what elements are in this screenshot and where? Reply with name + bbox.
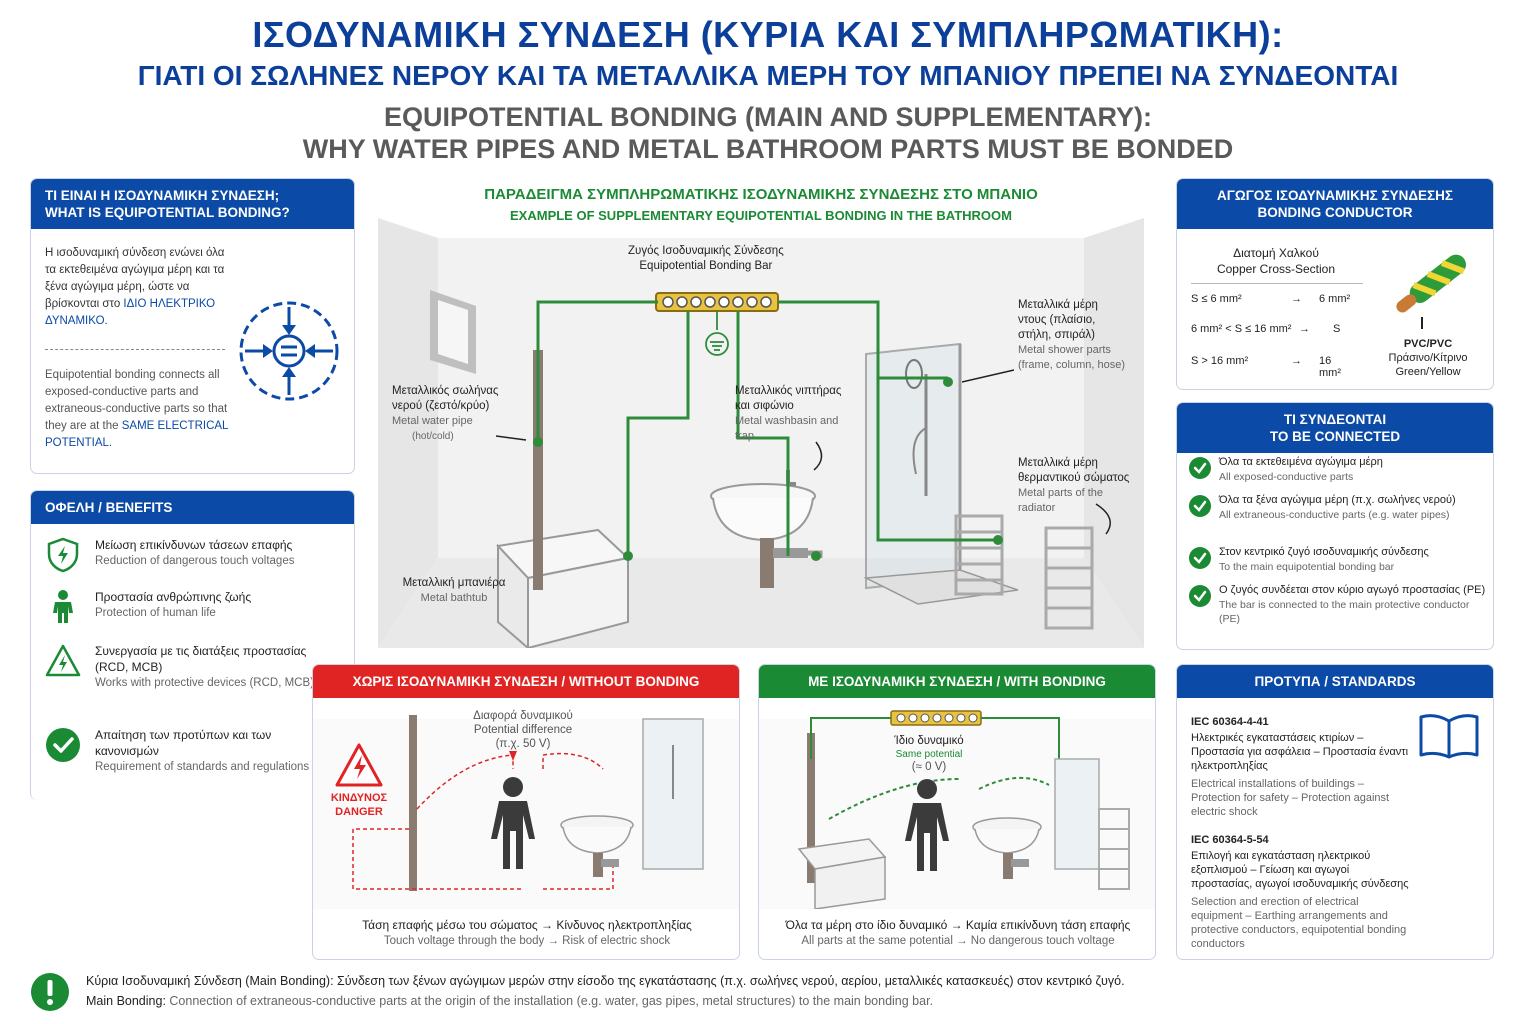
with-bonding-header: ΜΕ ΙΣΟΔΥΝΑΜΙΚΗ ΣΥΝΔΕΣΗ / WITH BONDING [759, 665, 1155, 698]
water-pipe-label: Μεταλλικός σωλήνας νερού (ζεστό/κρύο) Me… [392, 385, 499, 442]
shower-label: Μεταλλικά μέρη ντους (πλαίσιο, στήλη, σπ… [1018, 299, 1125, 371]
water-pipe-icon [533, 350, 543, 590]
check-circle-icon [46, 728, 80, 762]
equipotential-icon [239, 301, 339, 401]
cable-icon [1396, 254, 1466, 329]
without-bonding-panel: ΧΩΡΙΣ ΙΣΟΔΥΝΑΜΙΚΗ ΣΥΝΔΕΣΗ / WITHOUT BOND… [312, 664, 740, 960]
what-is-panel: ΤΙ ΕΙΝΑΙ Η ΙΣΟΔΥΝΑΜΙΚΗ ΣΥΝΔΕΣΗ; WHAT IS … [30, 178, 355, 474]
benefits-panel: ΟΦΕΛΗ / BENEFITS Μείωση επικίνδυνων τάσε… [30, 490, 355, 800]
with-bonding-caption: Όλα τα μέρη στο ίδιο δυναμικό → Καμία επ… [785, 918, 1131, 947]
scene-title-greek: ΠΑΡΑΔΕΙΓΜΑ ΣΥΜΠΛΗΡΩΜΑΤΙΚΗΣ ΙΣΟΔΥΝΑΜΙΚΗΣ … [484, 186, 1038, 203]
bonding-conductor-panel: ΑΓΩΓΟΣ ΙΣΟΔΥΝΑΜΙΚΗΣ ΣΥΝΔΕΣΗΣ BONDING CON… [1176, 178, 1494, 390]
table-row: 6 mm² < S ≤ 16 mm² → S [1191, 323, 1341, 335]
what-is-header: ΤΙ ΕΙΝΑΙ Η ΙΣΟΔΥΝΑΜΙΚΗ ΣΥΝΔΕΣΗ; WHAT IS … [31, 179, 354, 229]
same-potential-label: Ίδιο δυναμικό Same potential (≈ 0 V) [894, 735, 964, 773]
table-row: S ≤ 6 mm² → 6 mm² [1191, 293, 1351, 305]
without-bonding-illustration [313, 715, 739, 909]
cross-section-title: Διατομή Χαλκού Copper Cross-Section [1216, 246, 1336, 276]
bathroom-scene [378, 218, 1144, 648]
to-be-connected-header: ΤΙ ΣΥΝΔΕΟΝΤΑΙ TO BE CONNECTED [1177, 403, 1493, 453]
lightning-warning-icon [45, 644, 81, 677]
bonding-bar-icon [890, 710, 982, 726]
danger-warning-icon [335, 743, 383, 787]
divider [45, 349, 225, 350]
radiator-icon [954, 514, 1094, 630]
standard-item: IEC 60364-5-54 Επιλογή και εγκατάσταση η… [1191, 834, 1409, 950]
washbasin-label: Μεταλλικός νιπτήρας και σιφώνιο Metal wa… [735, 385, 842, 442]
person-icon [905, 779, 949, 871]
shower-enclosure-icon [642, 718, 704, 870]
scene-title-english: EXAMPLE OF SUPPLEMENTARY EQUIPOTENTIAL B… [510, 208, 1012, 223]
main-bonding-footer: Κύρια Ισοδυναμική Σύνδεση (Main Bonding)… [30, 968, 1510, 1018]
table-row: S > 16 mm² → 16 mm² [1191, 355, 1341, 379]
shower-enclosure-icon [1054, 758, 1100, 870]
with-bonding-panel: ΜΕ ΙΣΟΔΥΝΑΜΙΚΗ ΣΥΝΔΕΣΗ / WITH BONDING [758, 664, 1156, 960]
cable-label: PVC/PVC Πράσινο/Κίτρινο Green/Yellow [1388, 338, 1468, 378]
what-is-english-text: Equipotential bonding connects all expos… [45, 369, 229, 449]
bathtub-label: Μεταλλική μπανιέρα Metal bathtub [402, 577, 506, 604]
title-greek-line2: ΓΙΑΤΙ ΟΙ ΣΩΛΗΝΕΣ ΝΕΡΟΥ ΚΑΙ ΤΑ ΜΕΤΑΛΛΙΚΑ … [137, 60, 1399, 91]
bathtub-icon [495, 528, 631, 648]
washbasin-icon [972, 817, 1042, 879]
book-icon [1419, 714, 1479, 759]
washbasin-icon [560, 815, 634, 877]
window-icon [430, 290, 476, 374]
earth-symbol-icon [705, 311, 729, 356]
benefits-header: ΟΦΕΛΗ / BENEFITS [31, 491, 354, 524]
shield-icon [47, 537, 79, 573]
bonding-conductor-header: ΑΓΩΓΟΣ ΙΣΟΔΥΝΑΜΙΚΗΣ ΣΥΝΔΕΣΗΣ BONDING CON… [1177, 179, 1493, 229]
to-be-connected-panel: ΤΙ ΣΥΝΔΕΟΝΤΑΙ TO BE CONNECTED Όλα τα εκτ… [1176, 402, 1494, 650]
bonding-bar-icon [655, 292, 779, 312]
check-circle-icon [1189, 585, 1211, 607]
radiator-icon [1098, 808, 1130, 890]
what-is-greek-text: Η ισοδυναμική σύνδεση ενώνει όλα τα εκτε… [45, 247, 225, 327]
check-circle-icon [1189, 495, 1211, 517]
danger-label: ΚΙΝΔΥΝΟΣ DANGER [330, 792, 388, 818]
footer-greek: Κύρια Ισοδυναμική Σύνδεση (Main Bonding)… [86, 974, 1125, 988]
standard-item: IEC 60364-4-41 Ηλεκτρικές εγκαταστάσεις … [1191, 716, 1409, 818]
radiator-label: Μεταλλικά μέρη θερμαντικού σώματος Metal… [1018, 457, 1130, 514]
bonding-bar-label: Ζυγός Ισοδυναμικής Σύνδεσης Equipotentia… [628, 245, 784, 272]
bonding-wires [536, 300, 998, 556]
standards-panel: ΠΡΟΤΥΠΑ / STANDARDS IEC 60364-4-41 Ηλεκτ… [1176, 664, 1494, 960]
title-english-line2: WHY WATER PIPES AND METAL BATHROOM PARTS… [302, 134, 1234, 164]
potential-difference-label: Διαφορά δυναμικού Potential difference (… [473, 710, 573, 750]
check-circle-icon [1189, 547, 1211, 569]
without-bonding-header: ΧΩΡΙΣ ΙΣΟΔΥΝΑΜΙΚΗ ΣΥΝΔΕΣΗ / WITHOUT BOND… [313, 665, 739, 698]
footer-english: Main Bonding: Connection of extraneous-c… [86, 994, 934, 1008]
person-icon [53, 590, 73, 623]
check-circle-icon [1189, 457, 1211, 479]
with-bonding-illustration [759, 710, 1155, 909]
exclamation-circle-icon [31, 973, 69, 1011]
without-bonding-caption: Τάση επαφής μέσω του σώματος → Κίνδυνος … [362, 918, 692, 947]
title-greek-line1: ΙΣΟΔΥΝΑΜΙΚΗ ΣΥΝΔΕΣΗ (ΚΥΡΙΑ ΚΑΙ ΣΥΜΠΛΗΡΩΜ… [252, 14, 1284, 55]
bathtub-icon [797, 838, 887, 909]
person-icon [491, 777, 535, 869]
title-english-line1: EQUIPOTENTIAL BONDING (MAIN AND SUPPLEME… [384, 102, 1152, 132]
standards-header: ΠΡΟΤΥΠΑ / STANDARDS [1177, 665, 1493, 698]
